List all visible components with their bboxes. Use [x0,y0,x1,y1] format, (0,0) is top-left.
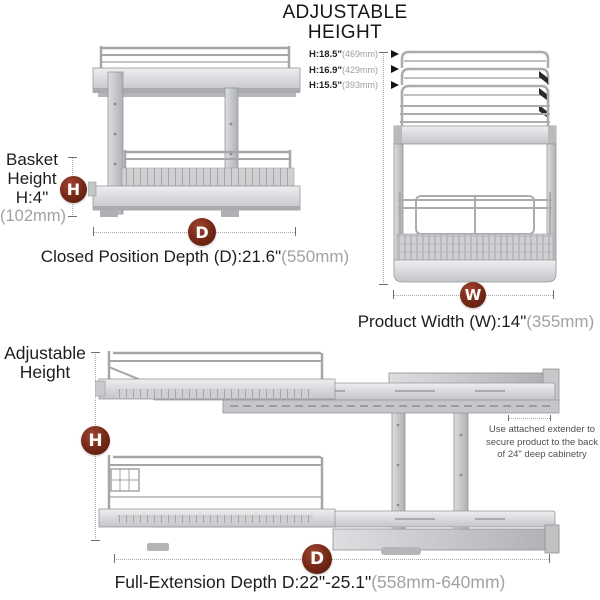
arrow-right-icon [391,50,399,58]
arrow-right-icon [391,65,399,73]
extender-dimension-line [508,418,550,419]
height-option: H:15.5"(393mm) [296,78,378,94]
height-option-label: H:18.5" [308,49,342,60]
depth-marker-badge: D [188,218,216,246]
extender-note-line2: secure product to the back [486,436,598,448]
dimension-tick [553,290,554,299]
dimension-tick [549,554,550,563]
dimension-tick [379,52,388,53]
height-option: H:16.9"(429mm) [296,63,378,79]
height-option-metric: (429mm) [341,64,378,75]
full-extension-text: Full-Extension Depth D:22"-25.1"(558mm-6… [60,572,560,593]
dimension-tick [295,227,296,236]
adjustable-height-side-label: Adjustable Height [2,344,88,382]
closed-side-view-figure [88,46,301,217]
extender-note: Use attached extender to secure product … [484,424,600,462]
basket-height-line1: Basket [6,150,58,169]
basket-height-line3: H:4" [15,188,49,207]
adjustable-height-dimension-line [383,52,384,285]
height-option-metric: (469mm) [341,49,378,59]
adjustable-height-title: ADJUSTABLE HEIGHT [280,3,410,43]
full-extension-label: Full-Extension Depth D:22"-25.1" [114,572,372,592]
dimension-tick [114,554,115,563]
full-extension-metric: (558mm-640mm) [371,572,506,592]
closed-depth-label: Closed Position Depth (D):21.6" [40,247,282,266]
title-line2: HEIGHT [307,22,383,43]
adjustable-height-line1: Adjustable [4,343,86,363]
height-marker-badge: H [81,426,110,455]
dimension-tick [393,290,394,299]
closed-depth-metric: (550mm) [281,247,350,266]
height-option: H:18.5"(469mm) [296,47,378,63]
arrow-right-icon [391,81,399,89]
dimension-tick [508,415,509,421]
basket-height-label: Basket Height H:4" (102mm) [0,150,67,226]
closed-depth-text: Closed Position Depth (D):21.6"(550mm) [30,247,360,267]
extender-note-line3: of 24" deep cabinetry [497,449,587,460]
height-options-list: H:18.5"(469mm) H:16.9"(429mm) H:15.5"(39… [296,47,378,94]
dimension-tick [68,216,77,217]
extended-side-view-figure [95,351,560,555]
width-marker-badge: W [460,282,486,308]
height-option-label: H:15.5" [308,80,342,91]
title-line1: ADJUSTABLE [282,2,408,23]
height-option-label: H:16.9" [308,64,342,76]
product-width-label: Product Width (W):14" [357,312,527,331]
dimension-tick [379,284,388,285]
adjustable-height-line2: Height [19,362,71,382]
dimension-tick [68,157,77,158]
dimension-tick [91,540,100,541]
product-width-metric: (355mm) [526,312,595,331]
dimension-tick [93,227,94,236]
front-view-figure [393,50,557,283]
height-option-metric: (393mm) [341,80,378,90]
depth-marker-badge: D [302,544,332,574]
extender-note-line1: Use attached extender to [488,424,596,435]
dimension-tick [550,415,551,421]
product-width-text: Product Width (W):14"(355mm) [356,312,596,332]
basket-height-line2: Height [7,169,57,188]
height-marker-badge: H [60,176,87,203]
dimension-tick [91,352,100,353]
basket-height-metric: (102mm) [0,207,67,225]
